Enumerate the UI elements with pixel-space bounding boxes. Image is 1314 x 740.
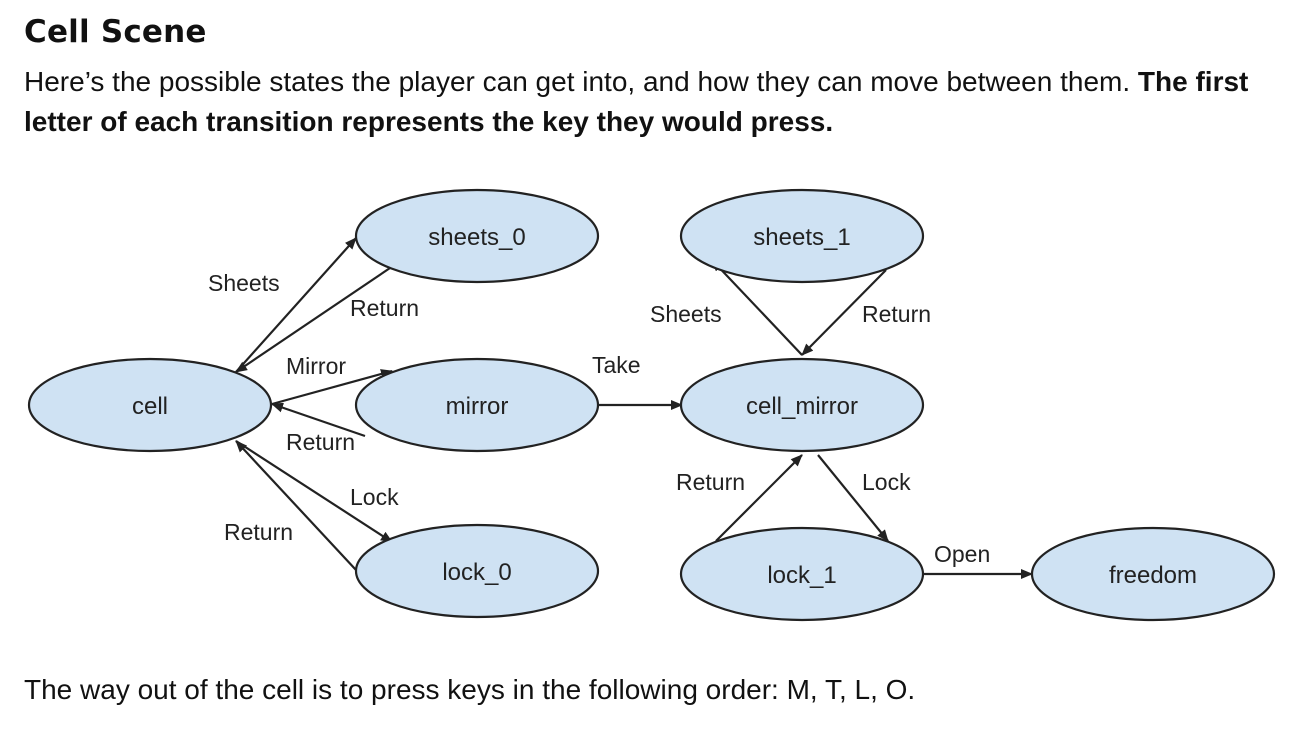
node-mirror-label: mirror	[446, 393, 509, 420]
edge-label-lock-0-to-cell: Return	[224, 519, 293, 545]
edge-cell-to-mirror	[271, 369, 393, 406]
node-lock-0-label: lock_0	[442, 559, 511, 586]
intro-bold-text: The first letter of each transition repr…	[24, 66, 1249, 137]
edge-cell-to-sheets-0	[235, 237, 357, 373]
node-sheets-1: sheets_1	[679, 188, 925, 284]
edge-lock-0-to-cell	[235, 440, 357, 571]
node-cell-mirror-label: cell_mirror	[746, 393, 858, 420]
node-cell: cell	[27, 357, 273, 453]
edge-sheets-0-to-cell	[235, 267, 391, 373]
node-cell-label: cell	[132, 393, 168, 420]
edge-label-cell-to-mirror: Mirror	[286, 353, 346, 379]
node-lock-1-label: lock_1	[767, 562, 836, 589]
page-title: Cell Scene	[24, 14, 207, 50]
edge-label-lock-1-to-cell-mirror: Return	[676, 469, 745, 495]
edge-label-sheets-1-to-cell-mirror: Return	[862, 301, 931, 327]
edge-label-lock-1-to-freedom: Open	[934, 541, 990, 567]
footer-text: The way out of the cell is to press keys…	[24, 674, 916, 705]
edge-label-mirror-to-cell-mirror: Take	[592, 352, 641, 378]
node-sheets-1-label: sheets_1	[753, 224, 850, 251]
node-lock-0: lock_0	[354, 523, 600, 619]
edge-cell-mirror-to-sheets-1	[711, 259, 803, 356]
node-freedom-label: freedom	[1109, 562, 1197, 589]
edge-cell-to-lock-0	[235, 440, 393, 543]
edge-sheets-1-to-cell-mirror	[801, 269, 887, 356]
intro-paragraph: Here’s the possible states the player ca…	[24, 62, 1294, 142]
edge-lock-1-to-cell-mirror	[715, 454, 803, 542]
node-sheets-0-label: sheets_0	[428, 224, 525, 251]
edge-label-cell-mirror-to-sheets-1: Sheets	[650, 301, 722, 327]
edge-label-cell-mirror-to-lock-1: Lock	[862, 469, 911, 495]
node-mirror: mirror	[354, 357, 600, 453]
edge-label-cell-to-lock-0: Lock	[350, 484, 399, 510]
node-freedom: freedom	[1030, 526, 1276, 622]
edge-label-sheets-0-to-cell: Return	[350, 295, 419, 321]
edge-label-cell-to-sheets-0: Sheets	[208, 270, 280, 296]
edge-mirror-to-cell	[271, 402, 366, 438]
node-cell-mirror: cell_mirror	[679, 357, 925, 453]
edge-label-mirror-to-cell: Return	[286, 429, 355, 455]
intro-text: Here’s the possible states the player ca…	[24, 66, 1138, 97]
edge-cell-mirror-to-lock-1	[817, 454, 889, 542]
node-sheets-0: sheets_0	[354, 188, 600, 284]
node-lock-1: lock_1	[679, 526, 925, 622]
